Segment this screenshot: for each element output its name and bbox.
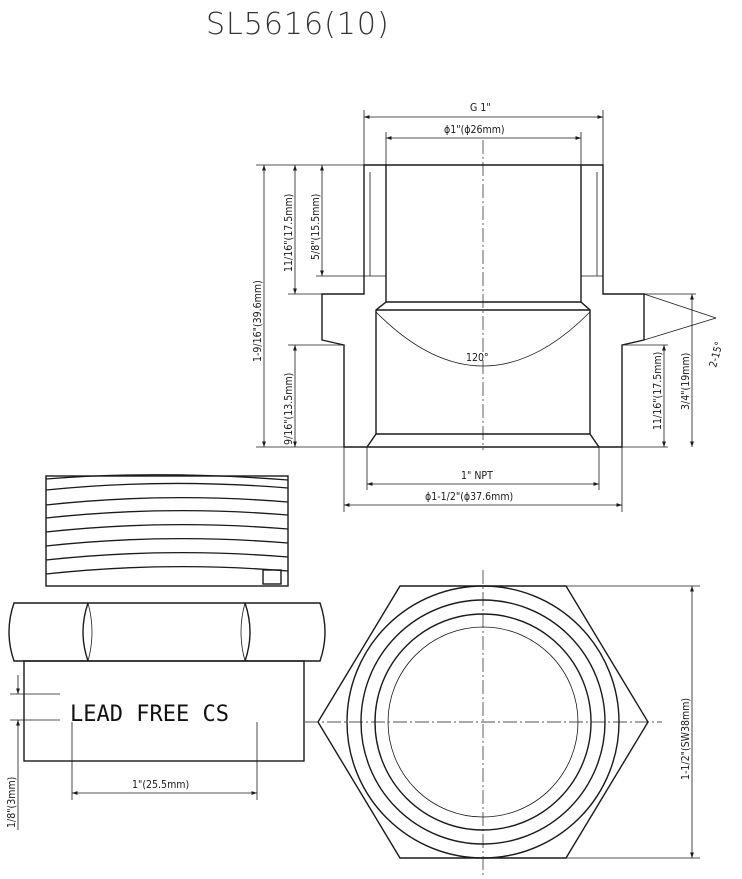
dim-bottom-height: 9/16"(13.5mm) — [283, 373, 295, 445]
thread-lines — [45, 474, 289, 575]
section-wall-left — [321, 164, 387, 448]
section-wall-right — [580, 164, 645, 448]
end-view: 1-1/2"(SW38mm) — [305, 570, 700, 875]
dim-hex-size: 1-1/2"(SW38mm) — [680, 698, 692, 780]
dim-chamfer: 2-15° — [707, 340, 725, 368]
dim-stamp-width: 1"(25.5mm) — [132, 779, 189, 791]
dim-inner-diameter: ϕ1"(ϕ26mm) — [444, 124, 505, 136]
drawing-title: SL5616(10) — [206, 7, 390, 42]
dim-total-height: 1-9/16"(39.6mm) — [252, 280, 264, 362]
lead-free-stamp: LEAD FREE CS — [70, 702, 229, 727]
side-view: LEAD FREE CS 1/8"(3mm) 1"(25.5mm) — [6, 474, 326, 830]
dim-thread-length: 5/8"(15.5mm) — [310, 194, 322, 260]
dim-outer-diameter: ϕ1-1/2"(ϕ37.6mm) — [425, 491, 513, 503]
dim-engraving-depth: 1/8"(3mm) — [6, 777, 18, 828]
dim-top-thread-height: 11/16"(17.5mm) — [283, 194, 295, 272]
hex-body — [8, 602, 326, 662]
section-view: G 1" ϕ1"(ϕ26mm) 1-9/16"(39.6mm) 11/16"(1… — [252, 102, 726, 512]
dim-flange-to-bottom: 3/4"(19mm) — [680, 353, 692, 410]
dim-bottom-thread-height: 11/16"(17.5mm) — [652, 352, 664, 430]
dim-cone-angle: 120° — [466, 352, 489, 364]
dim-npt: 1" NPT — [461, 470, 493, 482]
dim-g-thread: G 1" — [470, 102, 491, 114]
